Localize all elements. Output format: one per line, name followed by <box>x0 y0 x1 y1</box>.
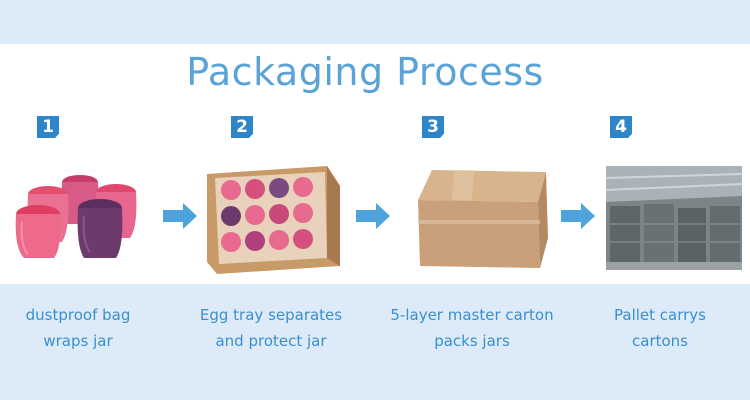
arrow-right-icon <box>356 203 390 229</box>
egg-tray-box-photo <box>207 166 340 274</box>
step-2-caption: Egg tray separates and protect jar <box>181 302 361 354</box>
page-title: Packaging Process <box>186 50 544 94</box>
step-1-caption: dustproof bag wraps jar <box>0 302 168 354</box>
step-4-caption: Pallet carrys cartons <box>570 302 750 354</box>
arrow-right-icon <box>561 203 595 229</box>
step-1-caption-line2: wraps jar <box>43 332 113 350</box>
step-2-badge: 2 <box>231 116 253 138</box>
warehouse-pallets-photo <box>606 166 742 270</box>
step-4-caption-line1: Pallet carrys <box>614 306 706 324</box>
arrow-right-icon <box>163 203 197 229</box>
top-band <box>0 0 750 44</box>
step-3-caption-line1: 5-layer master carton <box>390 306 554 324</box>
step-1-caption-line1: dustproof bag <box>25 306 131 324</box>
step-3-badge: 3 <box>422 116 444 138</box>
step-4-caption-line2: cartons <box>632 332 688 350</box>
step-1-badge: 1 <box>37 116 59 138</box>
bagged-jars-photo <box>10 172 145 264</box>
step-2-caption-line2: and protect jar <box>215 332 327 350</box>
step-4-badge: 4 <box>610 116 632 138</box>
master-carton-photo <box>414 166 548 270</box>
step-3-caption: 5-layer master carton packs jars <box>382 302 562 354</box>
step-3-caption-line2: packs jars <box>434 332 510 350</box>
caption-band <box>0 284 750 400</box>
step-2-caption-line1: Egg tray separates <box>199 306 343 324</box>
